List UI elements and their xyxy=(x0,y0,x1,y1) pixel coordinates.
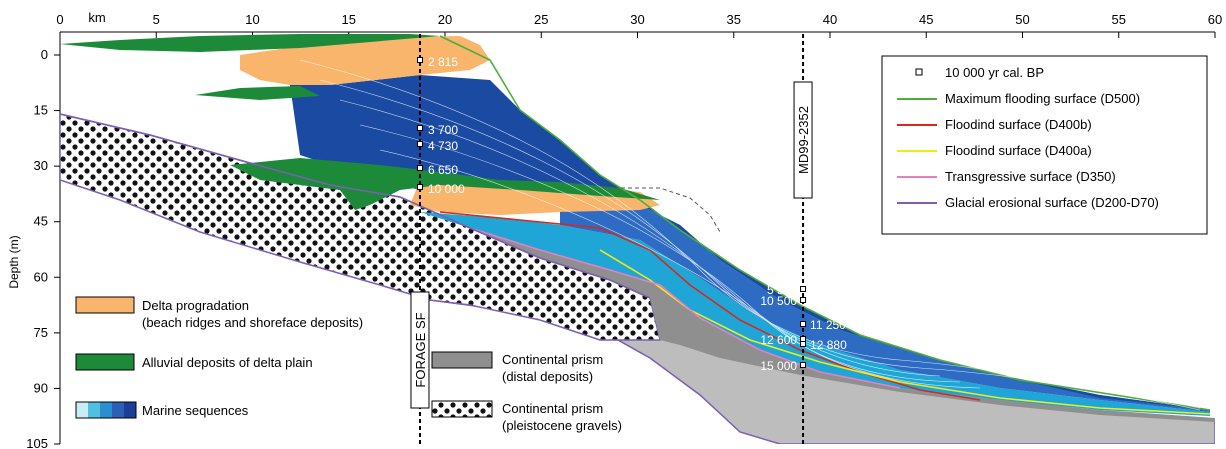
legend-swatch xyxy=(431,400,493,418)
core-label: FORAGE SF xyxy=(413,312,428,387)
x-axis: 0 5 10 15 20 25 30 35 40 45 50 55 60 km xyxy=(56,10,1222,38)
legend-left: Delta progradation (beach ridges and shor… xyxy=(75,296,363,419)
date-label: 11 250 xyxy=(810,318,846,332)
date-label: 4 730 xyxy=(428,139,458,153)
marine-swatch-segment xyxy=(112,402,124,418)
legend-right: 10 000 yr cal. BP Maximum flooding surfac… xyxy=(881,55,1208,235)
date-label: 10 000 xyxy=(428,182,465,196)
alluvial-deposits-mid xyxy=(195,86,320,100)
legend-item-label: Marine sequences xyxy=(142,403,249,418)
alluvial-deposits-lower xyxy=(230,158,660,210)
marine-swatch-segment xyxy=(88,402,100,418)
date-marker xyxy=(416,141,423,147)
y-tick-label: 105 xyxy=(26,436,48,449)
legend-square-symbol xyxy=(915,68,923,76)
legend-item-label: Continental prism xyxy=(502,352,603,367)
date-marker xyxy=(800,341,807,347)
legend-item-label: Maximum flooding surface (D500) xyxy=(945,91,1140,106)
date-label: 2 815 xyxy=(428,55,458,69)
legend-item-sublabel: (pleistocene gravels) xyxy=(502,418,622,433)
dashed-outline xyxy=(600,187,721,233)
core-label: MD99-2352 xyxy=(796,106,811,174)
legend-item-label: Floodind surface (D400a) xyxy=(945,143,1092,158)
marine-swatch-segment xyxy=(100,402,112,418)
date-marker xyxy=(800,286,807,292)
date-marker xyxy=(416,184,423,190)
sequence-lines xyxy=(299,59,1201,411)
marine-swatch-segment xyxy=(124,402,136,418)
y-axis: 0 15 30 45 60 75 90 105 Depth (m) xyxy=(7,32,61,449)
x-tick-label: 10 xyxy=(245,12,259,27)
x-tick-label: 0 xyxy=(56,12,63,27)
x-tick-label: 40 xyxy=(823,12,837,27)
legend-swatch xyxy=(75,353,135,371)
date-marker xyxy=(800,321,807,327)
legend-item-label: Delta progradation xyxy=(142,298,249,313)
delta-progradation-upper xyxy=(240,36,490,85)
x-tick-label: 45 xyxy=(919,12,933,27)
legend-mid: Continental prism (distal deposits) Contin… xyxy=(431,351,622,433)
forage-dates: 2 815 3 700 4 730 6 650 10 000 xyxy=(416,55,465,196)
x-tick-label: 5 xyxy=(153,12,160,27)
date-marker xyxy=(800,336,807,342)
x-tick-label: 25 xyxy=(534,12,548,27)
swatch-border xyxy=(75,401,137,419)
alluvial-deposits-top xyxy=(60,34,440,52)
marine-cyan xyxy=(420,212,1210,416)
x-tick-label: 15 xyxy=(342,12,356,27)
x-tick-label: 50 xyxy=(1015,12,1029,27)
marine-swatch-segment xyxy=(76,402,88,418)
date-marker xyxy=(416,57,423,63)
date-label: 3 700 xyxy=(428,123,458,137)
date-label: 12 880 xyxy=(810,338,847,352)
legend-swatch xyxy=(431,351,493,369)
y-tick-label: 30 xyxy=(34,158,48,173)
legend-item-sublabel: (beach ridges and shoreface deposits) xyxy=(142,315,363,330)
transgressive-surface-line xyxy=(469,227,901,389)
x-tick-label: 30 xyxy=(630,12,644,27)
x-unit-label: km xyxy=(88,10,105,25)
y-tick-label: 15 xyxy=(34,103,48,118)
date-marker xyxy=(416,125,423,131)
y-tick-label: 75 xyxy=(34,325,48,340)
max-flooding-surface-line xyxy=(439,35,1211,411)
date-label: 6 650 xyxy=(428,163,458,177)
legend-swatch xyxy=(75,296,135,314)
legend-item-label: Continental prism xyxy=(502,401,603,416)
date-marker xyxy=(416,165,423,171)
date-label: 10 500 xyxy=(760,294,797,308)
marine-mid-blue xyxy=(560,196,1210,412)
legend-item-sublabel: (distal deposits) xyxy=(502,369,593,384)
y-tick-label: 45 xyxy=(34,214,48,229)
x-tick-label: 55 xyxy=(1112,12,1126,27)
date-label: 15 000 xyxy=(760,359,797,373)
date-marker xyxy=(800,362,807,368)
flooding-surface-d400a-line xyxy=(599,249,1211,415)
x-tick-label: 35 xyxy=(727,12,741,27)
date-label: 5 500 xyxy=(767,283,797,297)
legend-item-label: Transgressive surface (D350) xyxy=(945,169,1116,184)
flooding-surface-d400b-line xyxy=(439,211,981,401)
legend-item-label: Alluvial deposits of delta plain xyxy=(142,355,313,370)
marine-dark-blue xyxy=(290,75,1210,410)
legend-item-label: Glacial erosional surface (D200-D70) xyxy=(945,195,1159,210)
date-marker xyxy=(800,297,807,303)
cross-section-body xyxy=(60,34,1215,444)
core-label-box xyxy=(410,291,430,409)
y-tick-label: 90 xyxy=(34,380,48,395)
y-axis-label: Depth (m) xyxy=(7,235,21,288)
date-label: 12 600 xyxy=(760,333,797,347)
core-label-box xyxy=(793,81,813,199)
x-tick-label: 20 xyxy=(438,12,452,27)
legend-item-label: 10 000 yr cal. BP xyxy=(945,65,1044,80)
glacial-erosional-surface-line xyxy=(60,113,651,299)
core-markers: FORAGE SF MD99-2352 xyxy=(410,34,813,444)
legend-item-label: Floodind surface (D400b) xyxy=(945,117,1092,132)
x-tick-label: 60 xyxy=(1208,12,1222,27)
y-tick-label: 0 xyxy=(41,47,48,62)
y-tick-label: 60 xyxy=(34,269,48,284)
